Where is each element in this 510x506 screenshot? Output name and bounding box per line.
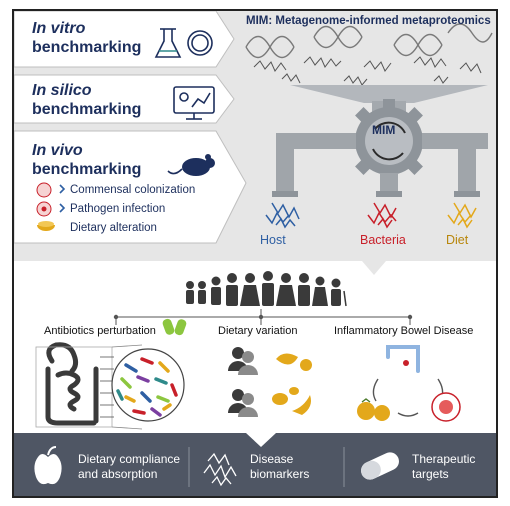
section-ibd: Inflammatory Bowel Disease xyxy=(334,325,474,337)
petri-culture-icon xyxy=(431,392,461,422)
diet-proteins-icon xyxy=(447,202,477,229)
dietary-alteration-label: Dietary alteration xyxy=(70,222,157,234)
mim-title: MIM: Metagenome-informed metaproteomics xyxy=(246,15,491,27)
people-icon xyxy=(228,347,258,417)
diet-label: Diet xyxy=(446,233,469,247)
in-vitro-arrow-box xyxy=(14,11,235,68)
biomarker-molecule-icon xyxy=(203,452,237,487)
mouse-icon xyxy=(167,154,215,176)
commensal-colonization-label: Commensal colonization xyxy=(70,184,196,196)
in-vivo-arrow-box xyxy=(14,130,247,244)
apple-icon xyxy=(34,446,62,485)
pills-icon xyxy=(162,318,187,336)
bacteria-label: Bacteria xyxy=(360,233,406,247)
section-antibiotics: Antibiotics perturbation xyxy=(44,325,156,337)
panel-notch xyxy=(362,261,386,275)
top-panel-graphics xyxy=(14,11,493,244)
host-label: Host xyxy=(260,233,286,247)
dna-strands-icon xyxy=(245,23,493,59)
dietary-bowl-icon xyxy=(37,221,55,231)
colon-icon xyxy=(386,345,420,373)
footer-notch xyxy=(246,433,276,447)
pathogen-infection-label: Pathogen infection xyxy=(70,203,166,215)
family-icon xyxy=(186,271,347,307)
bacteria-proteins-icon xyxy=(367,202,397,229)
computer-monitor-icon xyxy=(173,86,215,120)
footer-graphics xyxy=(34,433,399,487)
graphical-abstract: MIM: Metagenome-informed metaproteomics … xyxy=(12,9,498,498)
middle-panel: Antibiotics perturbation Dietary variati… xyxy=(14,261,496,433)
lab-flask-icon xyxy=(154,28,182,58)
section-dietary-variation: Dietary variation xyxy=(218,325,298,337)
protein-clusters-icon xyxy=(253,56,482,86)
top-panel: MIM: Metagenome-informed metaproteomics … xyxy=(14,11,496,261)
funnel-icon xyxy=(290,85,488,103)
gut-icon xyxy=(45,342,99,426)
petri-dish-icon xyxy=(187,30,213,56)
commensal-icon xyxy=(36,182,66,198)
pathogen-icon xyxy=(36,201,66,217)
capsule-icon xyxy=(361,452,399,480)
middle-panel-graphics xyxy=(35,261,461,430)
pipes-icon xyxy=(272,133,488,197)
tomatoes-icon xyxy=(357,398,390,421)
mim-gear-label: MIM xyxy=(372,123,396,137)
mim-gear-icon xyxy=(347,99,431,183)
host-proteins-icon xyxy=(265,202,300,229)
bacteria-community-icon xyxy=(111,348,185,422)
fruit-icon xyxy=(272,353,312,415)
